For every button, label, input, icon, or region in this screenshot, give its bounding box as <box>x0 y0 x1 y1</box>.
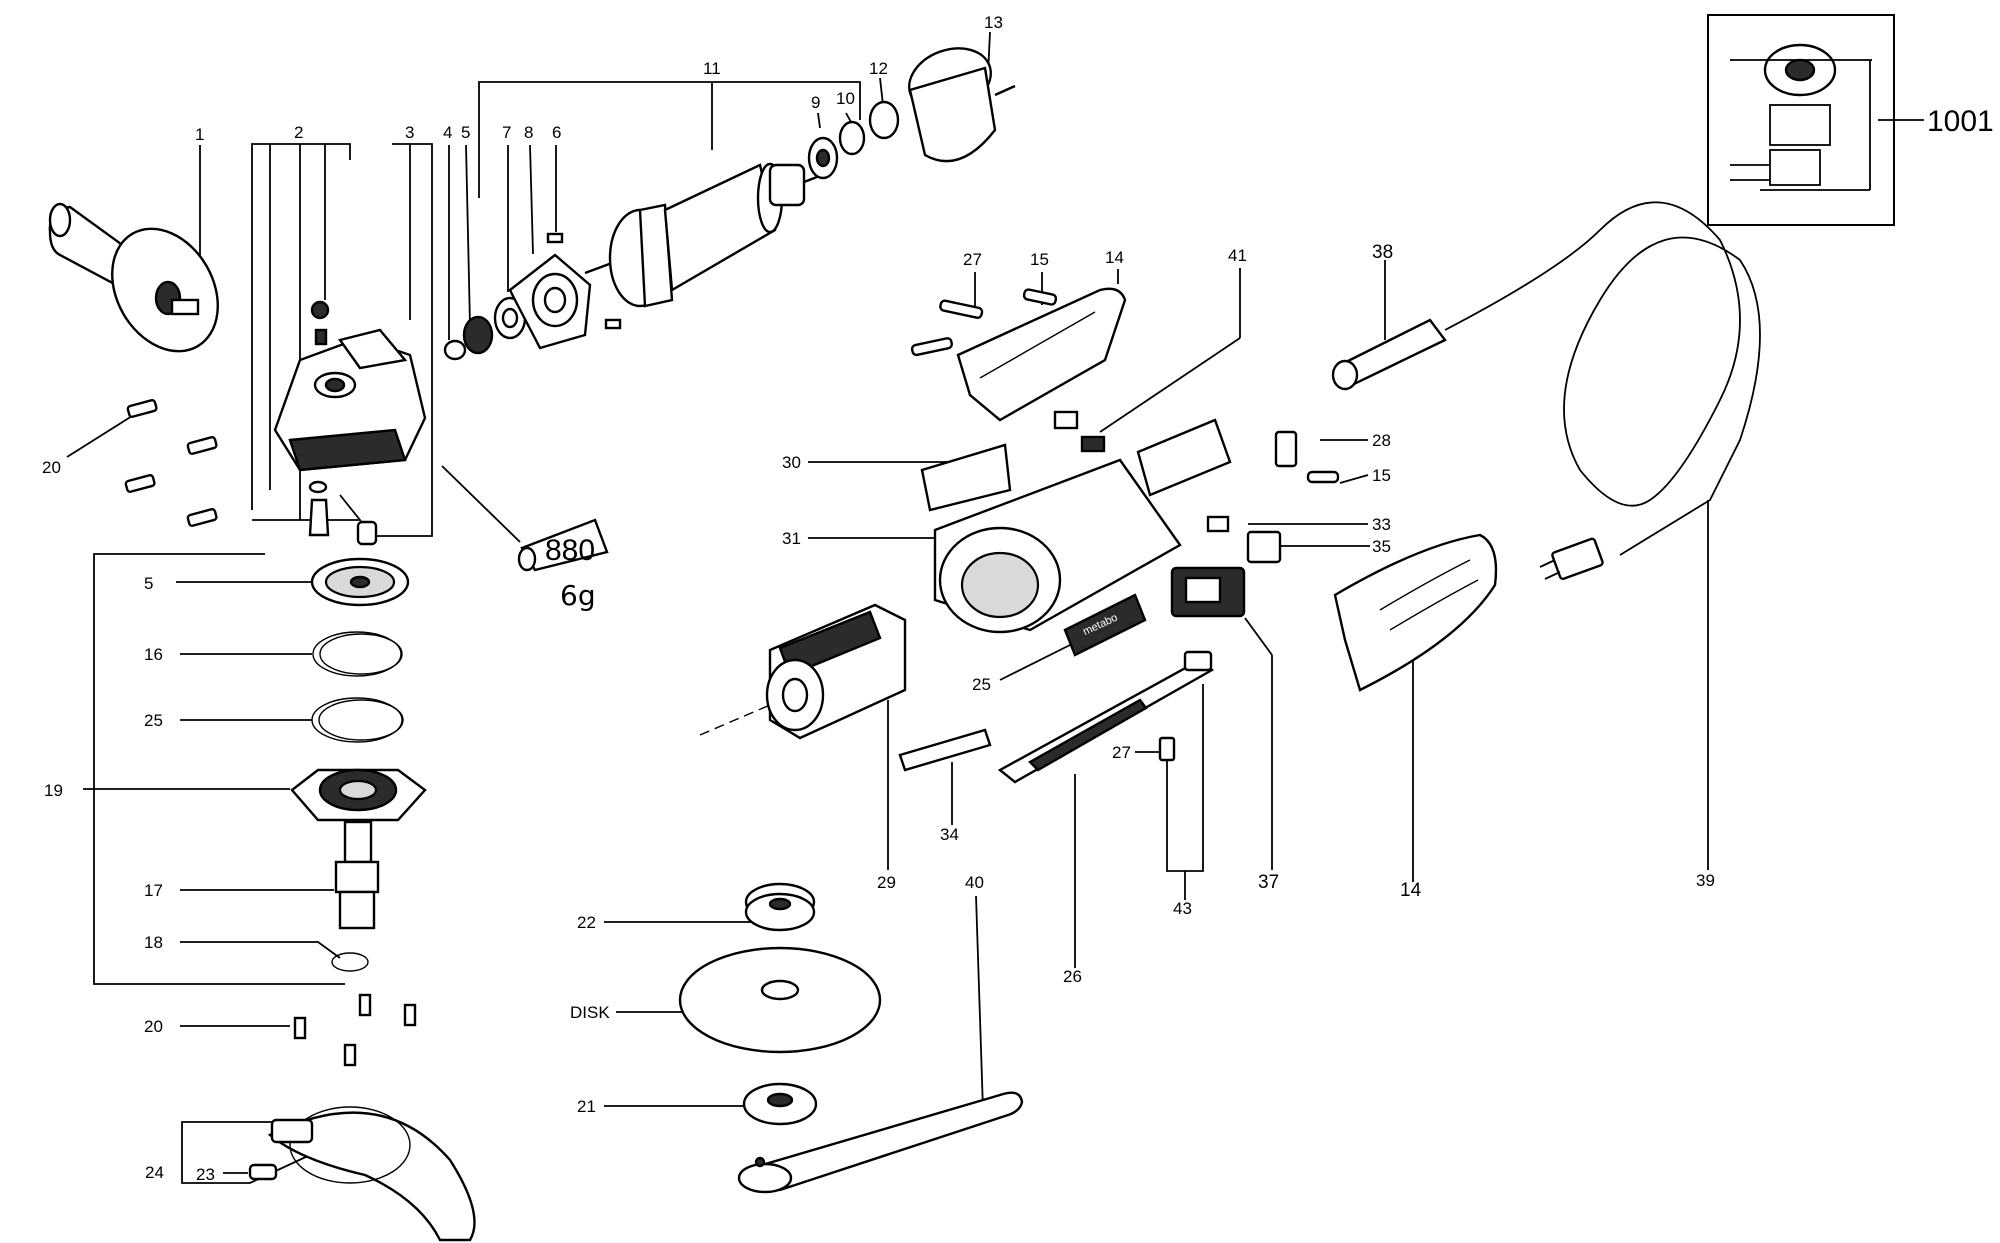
screw-parts-left <box>124 399 218 527</box>
callout-disk: DISK <box>570 1003 610 1022</box>
pinion-bearing-parts <box>443 232 622 361</box>
callout-37: 37 <box>1258 872 1279 893</box>
callout-5-top: 5 <box>461 123 470 142</box>
callout-28: 28 <box>1372 431 1391 450</box>
callout-24: 24 <box>145 1163 164 1182</box>
handle-shell-top-part <box>910 287 1127 422</box>
callout-1001: 1001 <box>1927 105 1994 138</box>
callout-27-lower: 27 <box>1112 743 1131 762</box>
callout-4: 4 <box>443 123 452 142</box>
power-cable-part <box>1331 201 1761 581</box>
armature-part <box>584 162 831 308</box>
callout-6: 6 <box>552 123 561 142</box>
callout-11: 11 <box>703 59 721 78</box>
switch-parts <box>1053 410 1340 618</box>
callout-5-left: 5 <box>144 574 153 593</box>
callout-16: 16 <box>144 645 163 664</box>
callout-9: 9 <box>811 93 820 112</box>
callout-2: 2 <box>294 123 303 142</box>
callout-35: 35 <box>1372 537 1391 556</box>
callout-17: 17 <box>144 881 163 900</box>
grease-code-label: 880 <box>545 534 595 567</box>
callout-12: 12 <box>869 59 888 78</box>
callout-33: 33 <box>1372 515 1391 534</box>
gear-housing-part <box>273 300 427 546</box>
callout-15-top: 15 <box>1030 250 1049 269</box>
motor-housing-part: metabo <box>920 443 1182 657</box>
callout-labels: 1 2 3 4 5 7 8 6 11 9 10 12 13 20 5 16 25… <box>42 13 1994 1184</box>
callout-38: 38 <box>1372 242 1393 263</box>
callout-34: 34 <box>940 825 959 844</box>
callout-25-left: 25 <box>144 711 163 730</box>
callout-19: 19 <box>44 781 63 800</box>
side-handle-part <box>48 202 219 353</box>
callout-10: 10 <box>836 89 855 108</box>
leader-lines <box>66 31 1924 1184</box>
callout-15-right: 15 <box>1372 466 1391 485</box>
callout-43: 43 <box>1173 899 1192 918</box>
flange-disc-parts <box>678 882 882 1126</box>
grease-tube-part: 880 6g <box>517 518 609 612</box>
wiring-schematic-box <box>1707 14 1895 226</box>
callout-18: 18 <box>144 933 163 952</box>
callout-20-bottom: 20 <box>144 1017 163 1036</box>
callout-31: 31 <box>782 529 801 548</box>
callout-13: 13 <box>984 13 1003 32</box>
callout-21: 21 <box>577 1097 596 1116</box>
gear-stack-parts <box>290 557 427 1067</box>
callout-29: 29 <box>877 873 896 892</box>
insulation-part <box>898 728 992 772</box>
callout-30: 30 <box>782 453 801 472</box>
callout-41: 41 <box>1228 246 1247 265</box>
callout-22: 22 <box>577 913 596 932</box>
callout-20-top: 20 <box>42 458 61 477</box>
rear-bearing-parts <box>807 47 1016 180</box>
callout-23: 23 <box>196 1165 215 1184</box>
callout-26: 26 <box>1063 967 1082 986</box>
callout-8: 8 <box>524 123 533 142</box>
callout-1: 1 <box>195 125 204 144</box>
switch-rod-part <box>997 650 1215 784</box>
callout-14-top: 14 <box>1105 248 1124 267</box>
callout-3: 3 <box>405 123 414 142</box>
callout-14-lower: 14 <box>1400 880 1422 901</box>
wheel-guard-part <box>248 1106 476 1242</box>
callout-39: 39 <box>1696 871 1715 890</box>
callout-40: 40 <box>965 873 984 892</box>
field-coil-part <box>699 603 907 740</box>
callout-25-right: 25 <box>972 675 991 694</box>
callout-7: 7 <box>502 123 511 142</box>
spanner-part <box>737 1091 1024 1194</box>
callout-27-top: 27 <box>963 250 982 269</box>
handle-cover-part <box>1333 533 1498 692</box>
grease-amount-label: 6g <box>560 579 596 612</box>
